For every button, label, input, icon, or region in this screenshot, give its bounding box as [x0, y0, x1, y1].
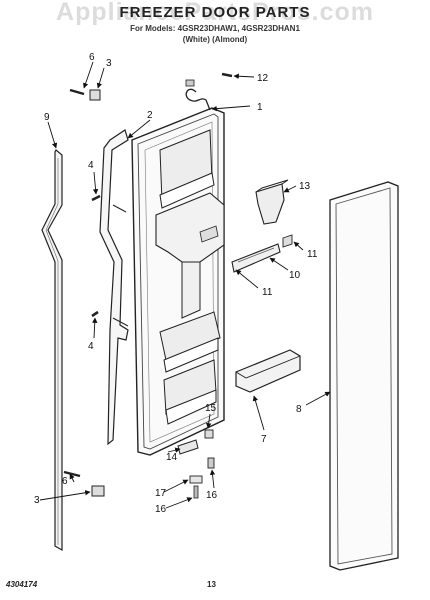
leader-lines [39, 61, 331, 509]
callout-4-lower: 4 [88, 341, 94, 352]
callout-8: 8 [296, 404, 302, 415]
document-number: 4304174 [6, 580, 38, 589]
part-1-door-liner [131, 79, 225, 456]
part-17-hinge-pin [189, 475, 203, 499]
part-4-screw-lower [91, 310, 99, 318]
callout-14: 14 [166, 452, 178, 463]
callout-3-top: 3 [106, 58, 112, 69]
part-9-gasket-strip [41, 149, 63, 552]
part-7-shelf-bin [235, 349, 301, 393]
callout-11-upper: 11 [307, 249, 318, 260]
part-11-trim-clip-upper [282, 234, 293, 248]
callout-7: 7 [261, 434, 267, 445]
page-number: 13 [207, 580, 216, 589]
callout-4-upper: 4 [88, 160, 94, 171]
callout-9: 9 [44, 112, 50, 123]
callout-13: 13 [299, 181, 311, 192]
color-legend: (White) (Almond) [182, 35, 248, 44]
part-3-clip-top [89, 89, 101, 101]
page-title: FREEZER DOOR PARTS [119, 4, 311, 21]
model-numbers: For Models: 4GSR23DHAW1, 4GSR23DHAN1 [130, 24, 300, 33]
callout-labels: 1 2 3 3 4 4 6 6 7 8 9 10 11 11 12 13 14 … [34, 52, 318, 515]
part-8-door-gasket [329, 181, 399, 571]
callout-6-bottom: 6 [62, 476, 68, 487]
callout-17: 17 [155, 488, 167, 499]
part-15-hinge-bushing [204, 429, 214, 439]
part-14-hinge-cam [177, 439, 199, 455]
callout-10: 10 [289, 270, 301, 281]
part-12-screw [221, 72, 233, 78]
part-13-ice-chute [255, 179, 289, 225]
callout-15: 15 [205, 403, 217, 414]
callout-11-lower: 11 [262, 287, 273, 298]
part-10-dispenser-trim [231, 243, 281, 273]
callout-1: 1 [257, 102, 263, 113]
callout-12: 12 [257, 73, 269, 84]
callout-16-right: 16 [206, 490, 218, 501]
part-3-clip-bottom [91, 485, 105, 497]
callout-3-bottom: 3 [34, 495, 40, 506]
part-2-bracket [99, 129, 129, 446]
callout-2: 2 [147, 110, 153, 121]
callout-6-top: 6 [89, 52, 95, 63]
part-6-screw-top [69, 88, 85, 96]
part-4-screw-upper [91, 194, 101, 202]
callout-16-left: 16 [155, 504, 167, 515]
part-16-screw-upper [207, 457, 215, 469]
